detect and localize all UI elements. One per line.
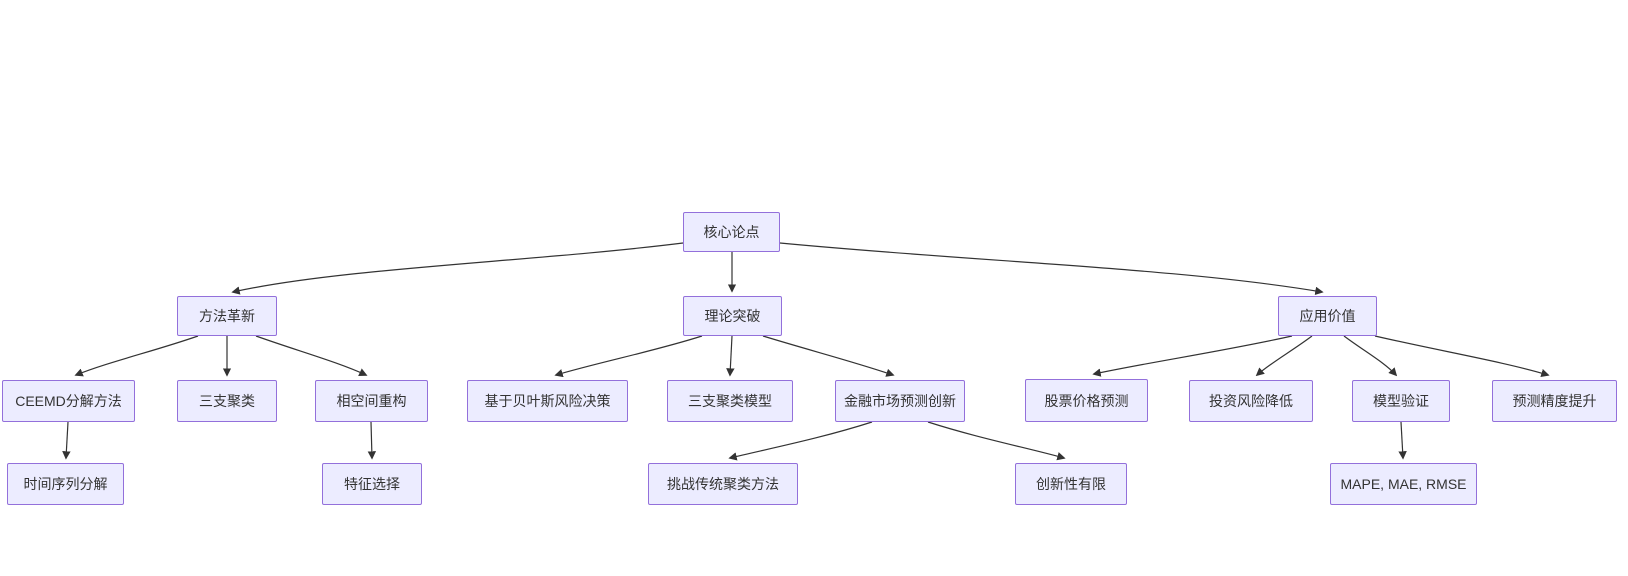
- node-ceemd-decomposition: CEEMD分解方法: [2, 380, 135, 422]
- node-model-validation: 模型验证: [1352, 380, 1450, 422]
- node-challenge-traditional-clustering: 挑战传统聚类方法: [648, 463, 798, 505]
- edge-method-ceemd: [74, 335, 199, 377]
- node-theoretical-breakthrough: 理论突破: [683, 296, 782, 336]
- node-method-innovation: 方法革新: [177, 296, 277, 336]
- edge-phasespace-featuresel: [367, 421, 377, 460]
- edge-theory-threewaymodel: [726, 335, 735, 377]
- edge-application-accuracy: [1374, 335, 1550, 378]
- node-financial-forecast-innovation: 金融市场预测创新: [835, 380, 965, 422]
- node-application-value: 应用价值: [1278, 296, 1377, 336]
- edge-application-stock: [1092, 335, 1293, 377]
- node-stock-price-forecast: 股票价格预测: [1025, 379, 1148, 422]
- node-feature-selection: 特征选择: [322, 463, 422, 505]
- node-forecast-accuracy-improvement: 预测精度提升: [1492, 380, 1617, 422]
- node-three-way-clustering: 三支聚类: [177, 380, 277, 422]
- edge-root-method: [231, 242, 684, 295]
- edge-ceemd-timeseries: [62, 421, 71, 460]
- edge-root-application: [779, 242, 1324, 296]
- node-time-series-decomposition: 时间序列分解: [7, 463, 124, 505]
- edge-fininnovation-challenge: [728, 421, 873, 461]
- edge-application-validation: [1343, 335, 1398, 377]
- edge-theory-fininnovation: [762, 335, 895, 377]
- edge-validation-metrics: [1398, 421, 1407, 460]
- node-bayesian-risk-decision: 基于贝叶斯风险决策: [467, 380, 628, 422]
- node-investment-risk-reduction: 投资风险降低: [1189, 380, 1313, 422]
- node-limited-innovation: 创新性有限: [1015, 463, 1127, 505]
- edge-fininnovation-limited: [927, 421, 1066, 461]
- node-error-metrics: MAPE, MAE, RMSE: [1330, 463, 1477, 505]
- edge-application-risk: [1255, 335, 1313, 377]
- node-core-thesis: 核心论点: [683, 212, 780, 252]
- edge-theory-bayes: [554, 335, 703, 378]
- node-phase-space-reconstruction: 相空间重构: [315, 380, 428, 422]
- node-three-way-clustering-model: 三支聚类模型: [667, 380, 793, 422]
- edge-method-phasespace: [255, 335, 368, 376]
